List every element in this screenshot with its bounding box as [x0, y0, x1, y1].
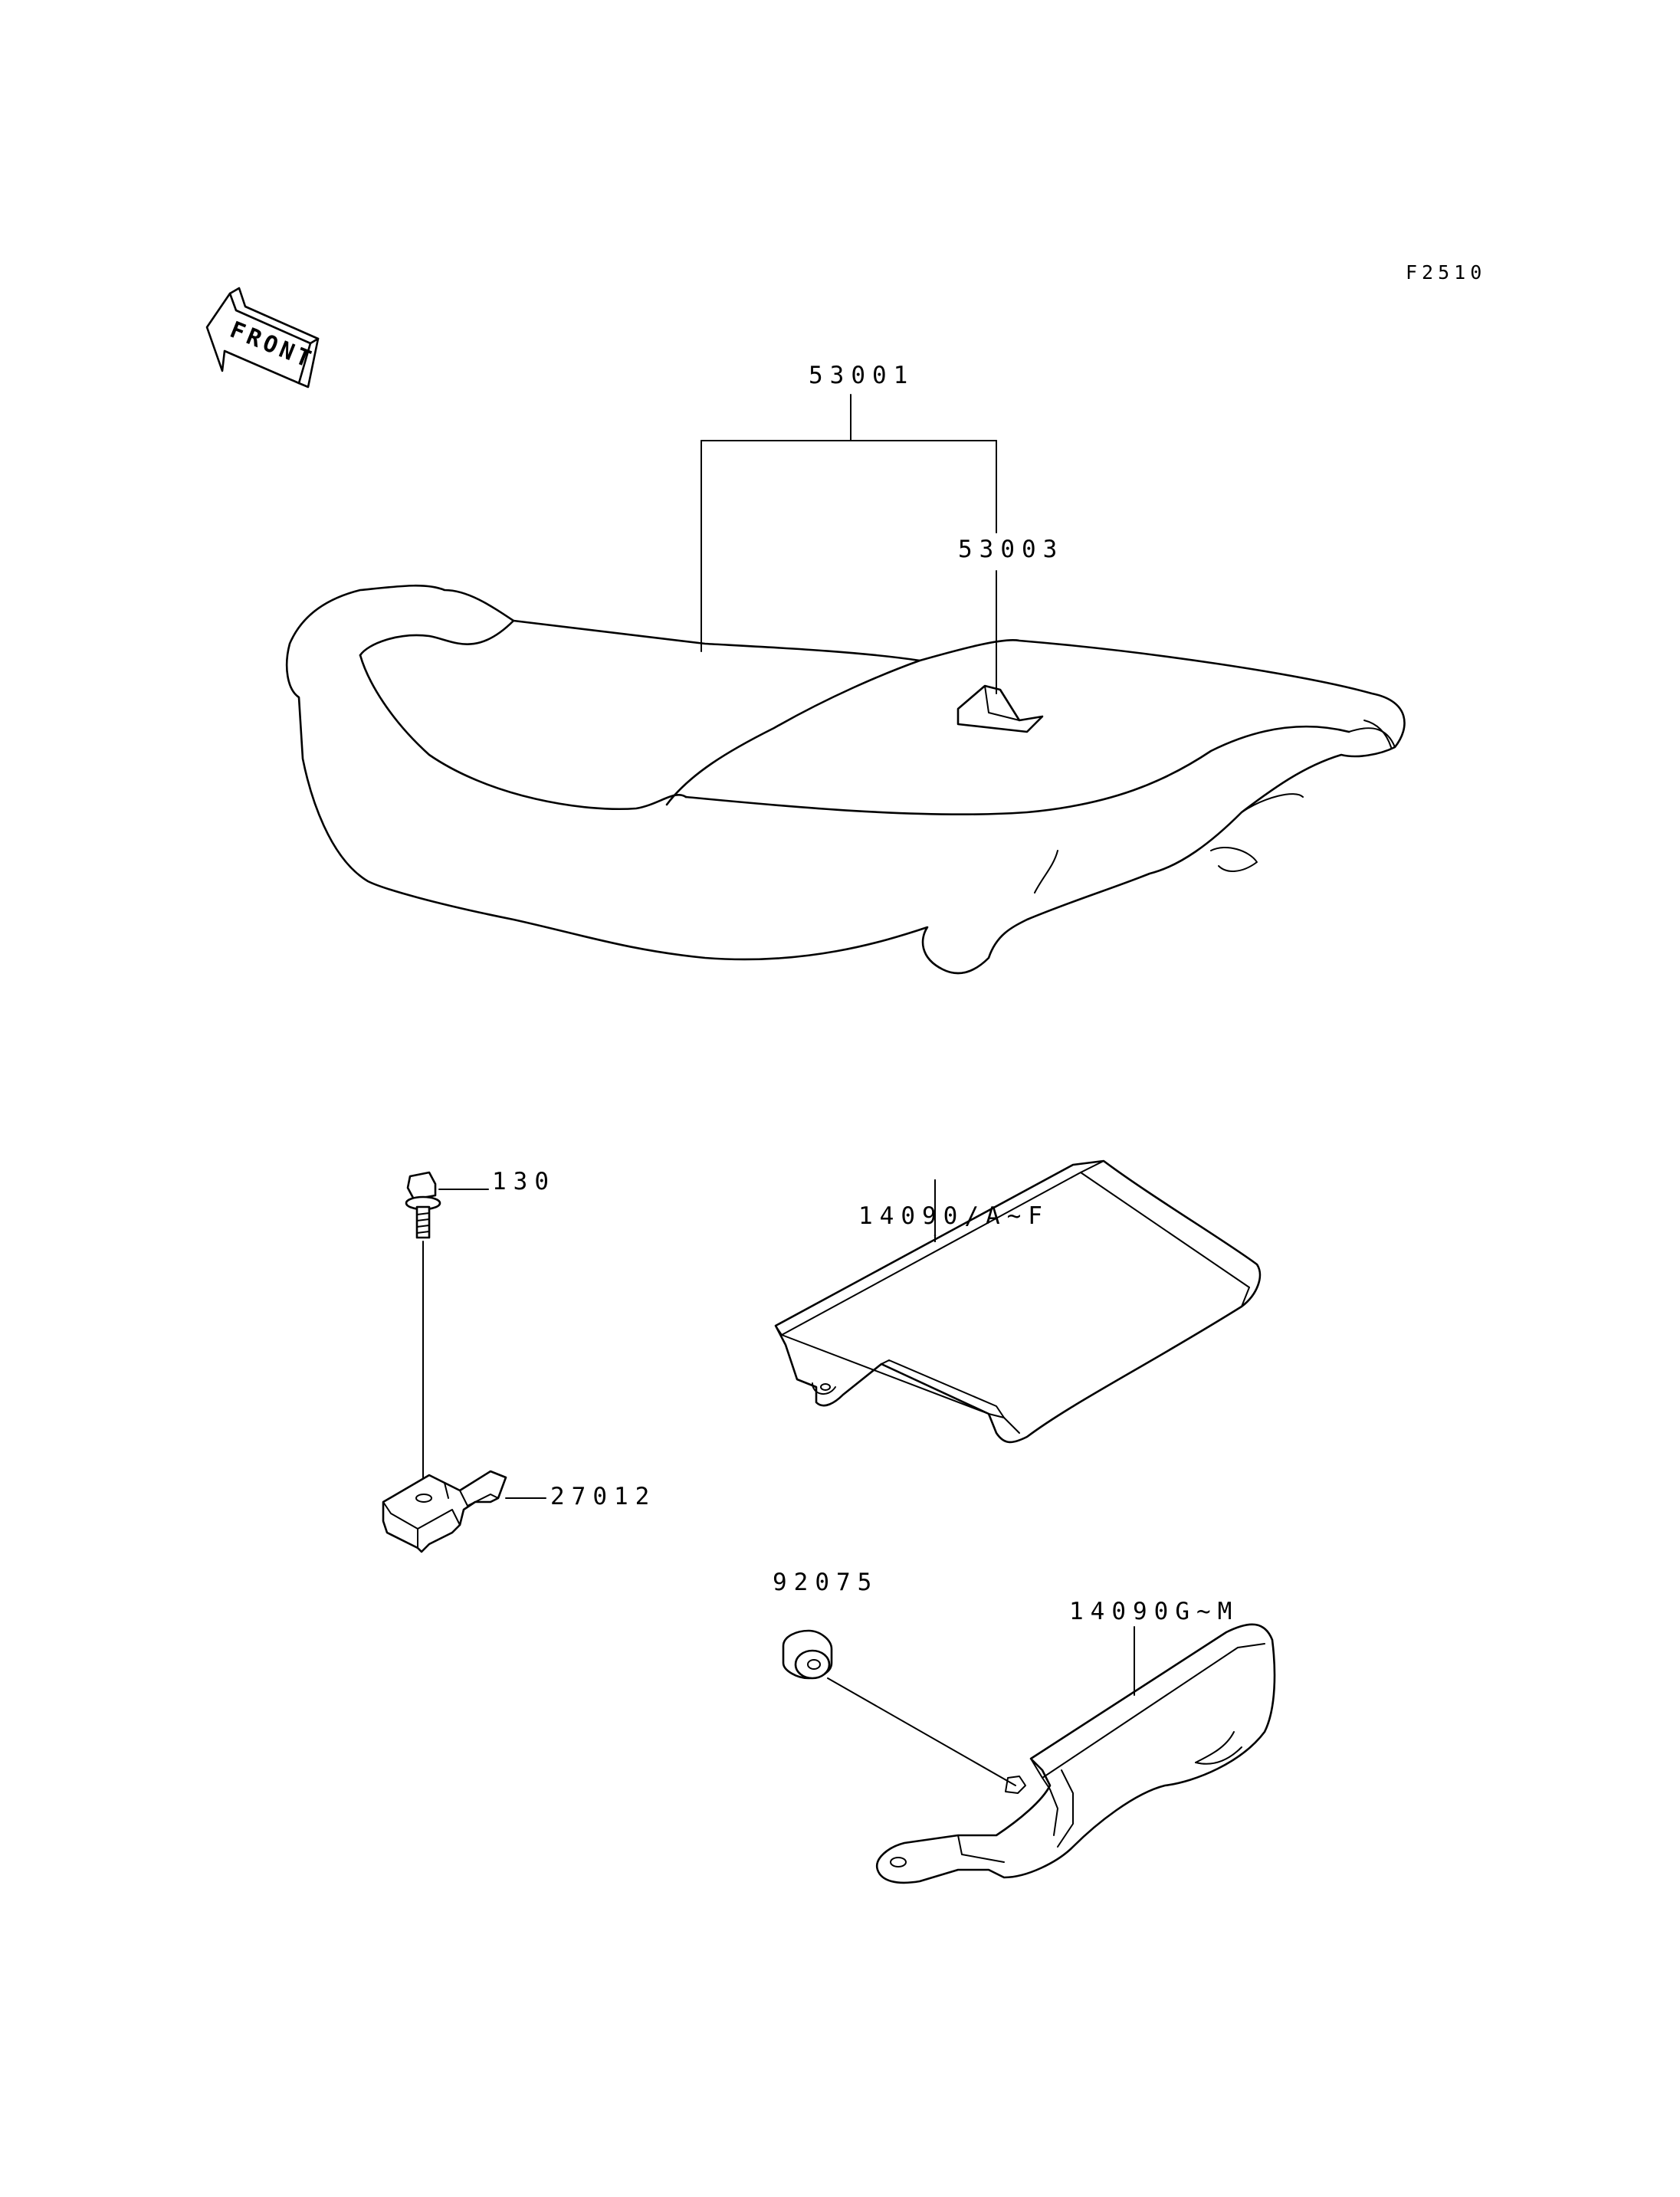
seat-strap [956, 684, 1044, 733]
cover-a [774, 1159, 1262, 1444]
damper-part-number: 92075 [773, 1569, 878, 1596]
cover-g-callout: 14090G~M [1069, 1598, 1239, 1696]
damper [782, 1629, 833, 1680]
figure-id: F2510 [1406, 261, 1486, 284]
bracket [382, 1470, 507, 1553]
seat-part-number: 53001 [809, 362, 914, 389]
seat-strap-callout: 53003 [958, 536, 1064, 694]
seat [285, 584, 1406, 975]
cover-g [875, 1623, 1276, 1884]
seat-strap-part-number: 53003 [958, 536, 1064, 563]
cover-a-part-number: 14090/A~F [858, 1202, 1049, 1230]
cover-a-callout: 14090/A~F [858, 1202, 1049, 1242]
damper-callout: 92075 [773, 1569, 878, 1596]
seat-callout: 53001 [701, 362, 997, 652]
damper-assembly-line [827, 1677, 1016, 1786]
bolt [405, 1171, 441, 1239]
bolt-part-number: 130 [492, 1168, 556, 1195]
cover-g-part-number: 14090G~M [1069, 1598, 1239, 1625]
bolt-callout: 130 [438, 1168, 556, 1195]
front-arrow-icon: FRONT [205, 287, 320, 389]
bracket-callout: 27012 [505, 1483, 656, 1510]
bracket-part-number: 27012 [550, 1483, 656, 1510]
